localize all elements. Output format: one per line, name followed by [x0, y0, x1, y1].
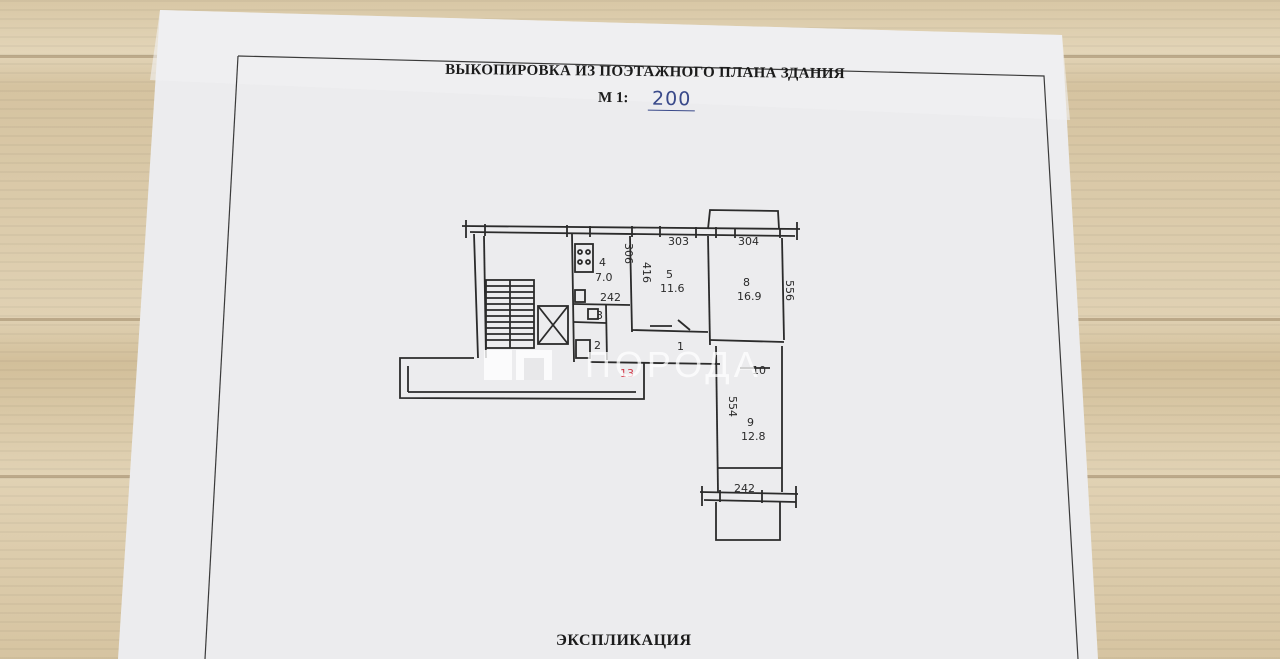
room-3-number: 3 — [596, 309, 603, 322]
room-10-number: 10 — [752, 364, 766, 377]
section-heading: ЭКСПЛИКАЦИЯ — [556, 632, 692, 649]
room-5-area: 11.6 — [660, 282, 685, 295]
watermark-text: ПОРОДА — [585, 344, 762, 385]
floor-plan — [399, 209, 801, 541]
dimension-303: 303 — [668, 235, 689, 248]
room-2-number: 2 — [594, 339, 601, 352]
dimension-242-kitchen: 242 — [600, 291, 621, 304]
dimension-242-room9: 242 — [734, 482, 755, 495]
room-8-number: 8 — [743, 276, 750, 289]
room-4-number: 4 — [599, 256, 606, 269]
room-13-number: 13 — [620, 367, 634, 380]
room-9-number: 9 — [747, 416, 754, 429]
room-4-area: 7.0 — [595, 271, 613, 284]
dimension-304: 304 — [738, 235, 759, 248]
dimension-306: 306 — [622, 243, 635, 264]
dimension-556: 556 — [783, 280, 796, 301]
scale-prefix: М 1: — [597, 89, 629, 107]
dimension-554: 554 — [726, 396, 739, 417]
room-9-area: 12.8 — [741, 430, 766, 443]
room-8-area: 16.9 — [737, 290, 762, 303]
scale-value: 200 — [647, 87, 696, 112]
dimension-416: 416 — [640, 262, 653, 283]
room-1-number: 1 — [677, 340, 684, 353]
room-5-number: 5 — [666, 268, 673, 281]
watermark-logo — [484, 350, 552, 380]
